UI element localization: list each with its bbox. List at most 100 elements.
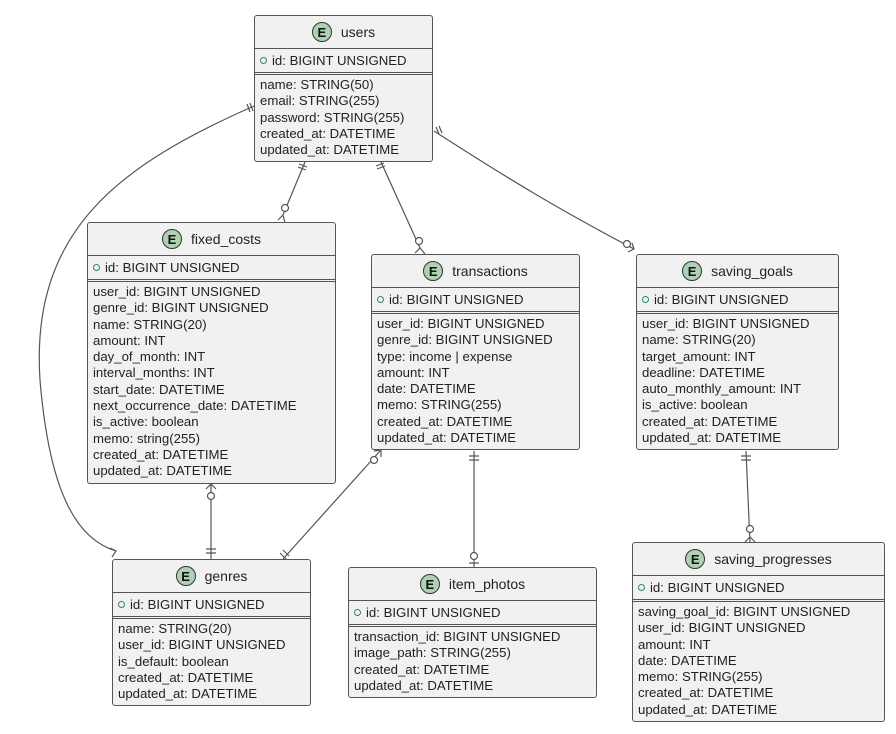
entity-transactions[interactable]: E transactions id: BIGINT UNSIGNED user_… xyxy=(371,254,580,451)
field: name: STRING(50) xyxy=(260,77,374,92)
field: created_at: DATETIME xyxy=(118,669,254,685)
entity-header: E genres xyxy=(113,560,310,593)
field: is_active: boolean xyxy=(93,414,199,430)
entity-badge-icon: E xyxy=(161,229,182,249)
field: user_id: BIGINT UNSIGNED xyxy=(377,316,545,331)
field: password: STRING(255) xyxy=(260,109,405,125)
primary-key-icon xyxy=(642,296,649,303)
field: created_at: DATETIME xyxy=(354,661,490,677)
field-list: user_id: BIGINT UNSIGNED genre_id: BIGIN… xyxy=(372,314,579,449)
field: updated_at: DATETIME xyxy=(93,463,233,479)
relation-saving_goals-saving_progresses xyxy=(741,450,756,544)
field-list: transaction_id: BIGINT UNSIGNED image_pa… xyxy=(349,627,596,697)
field: updated_at: DATETIME xyxy=(118,686,258,702)
field-list: name: STRING(20) user_id: BIGINT UNSIGNE… xyxy=(113,619,310,705)
entity-badge-icon: E xyxy=(419,574,440,594)
field: updated_at: DATETIME xyxy=(642,430,782,446)
field: created_at: DATETIME xyxy=(638,685,774,701)
primary-key-label: id: BIGINT UNSIGNED xyxy=(130,597,265,612)
field: deadline: DATETIME xyxy=(642,364,765,380)
field: updated_at: DATETIME xyxy=(377,430,517,446)
entity-header: E fixed_costs xyxy=(88,223,335,256)
entity-badge-icon: E xyxy=(175,566,196,586)
field: amount: INT xyxy=(377,364,450,380)
entity-badge-icon: E xyxy=(685,549,706,569)
relation-transactions-item_photos xyxy=(469,451,479,568)
entity-title: item_photos xyxy=(448,576,526,592)
entity-users[interactable]: E users id: BIGINT UNSIGNED name: STRING… xyxy=(254,15,433,163)
entity-genres[interactable]: E genres id: BIGINT UNSIGNED name: STRIN… xyxy=(112,559,311,707)
field: memo: STRING(255) xyxy=(377,397,502,413)
field: user_id: BIGINT UNSIGNED xyxy=(642,316,810,331)
entity-badge-icon: E xyxy=(682,261,703,281)
field: is_default: boolean xyxy=(118,653,229,669)
primary-key-row: id: BIGINT UNSIGNED xyxy=(372,288,579,314)
primary-key-row: id: BIGINT UNSIGNED xyxy=(637,288,838,314)
field: type: income | expense xyxy=(377,348,513,364)
field: email: STRING(255) xyxy=(260,93,380,109)
field-list: user_id: BIGINT UNSIGNED name: STRING(20… xyxy=(637,314,838,449)
entity-badge-icon: E xyxy=(423,261,444,281)
entity-badge-icon: E xyxy=(311,22,332,42)
entity-title: saving_progresses xyxy=(714,551,832,567)
relation-users-transactions xyxy=(375,161,426,255)
field: memo: string(255) xyxy=(93,430,201,446)
field: memo: STRING(255) xyxy=(638,669,763,685)
entity-header: E item_photos xyxy=(349,568,596,601)
field-list: name: STRING(50) email: STRING(255) pass… xyxy=(255,75,432,161)
primary-key-icon xyxy=(93,264,100,271)
primary-key-label: id: BIGINT UNSIGNED xyxy=(272,53,407,68)
entity-item_photos[interactable]: E item_photos id: BIGINT UNSIGNED transa… xyxy=(348,567,597,699)
primary-key-label: id: BIGINT UNSIGNED xyxy=(105,260,240,275)
field: name: STRING(20) xyxy=(93,316,207,332)
entity-title: transactions xyxy=(452,263,528,279)
primary-key-label: id: BIGINT UNSIGNED xyxy=(366,605,501,620)
field: amount: INT xyxy=(93,332,166,348)
field: genre_id: BIGINT UNSIGNED xyxy=(93,300,269,316)
field: updated_at: DATETIME xyxy=(638,701,778,717)
entity-title: saving_goals xyxy=(711,263,793,279)
entity-header: E saving_progresses xyxy=(633,543,884,576)
field: name: STRING(20) xyxy=(642,332,756,348)
field: created_at: DATETIME xyxy=(642,413,778,429)
primary-key-icon xyxy=(377,296,384,303)
primary-key-row: id: BIGINT UNSIGNED xyxy=(633,576,884,602)
primary-key-row: id: BIGINT UNSIGNED xyxy=(113,593,310,619)
field: date: DATETIME xyxy=(377,381,476,397)
relation-users-fixed_costs xyxy=(277,161,308,224)
field: auto_monthly_amount: INT xyxy=(642,381,802,397)
entity-title: fixed_costs xyxy=(190,231,262,247)
entity-saving_progresses[interactable]: E saving_progresses id: BIGINT UNSIGNED … xyxy=(632,542,885,723)
primary-key-icon xyxy=(260,57,267,64)
field: transaction_id: BIGINT UNSIGNED xyxy=(354,629,561,644)
field: is_active: boolean xyxy=(642,397,748,413)
field: interval_months: INT xyxy=(93,365,215,381)
field: amount: INT xyxy=(638,636,711,652)
relation-genres-fixed_costs xyxy=(205,483,217,561)
relation-genres-transactions xyxy=(279,449,382,560)
relation-users-genres xyxy=(38,102,255,558)
primary-key-label: id: BIGINT UNSIGNED xyxy=(389,292,524,307)
field: start_date: DATETIME xyxy=(93,381,225,397)
primary-key-label: id: BIGINT UNSIGNED xyxy=(650,580,785,595)
field: user_id: BIGINT UNSIGNED xyxy=(118,637,286,653)
entity-title: genres xyxy=(204,568,248,584)
entity-fixed_costs[interactable]: E fixed_costs id: BIGINT UNSIGNED user_i… xyxy=(87,222,336,484)
primary-key-label: id: BIGINT UNSIGNED xyxy=(654,292,789,307)
field: next_occurrence_date: DATETIME xyxy=(93,398,297,414)
field: genre_id: BIGINT UNSIGNED xyxy=(377,332,553,348)
field: image_path: STRING(255) xyxy=(354,645,511,661)
relation-users-saving_goals xyxy=(433,125,635,253)
field: user_id: BIGINT UNSIGNED xyxy=(638,620,806,636)
entity-saving_goals[interactable]: E saving_goals id: BIGINT UNSIGNED user_… xyxy=(636,254,839,451)
entity-header: E users xyxy=(255,16,432,49)
field: created_at: DATETIME xyxy=(377,413,513,429)
field: updated_at: DATETIME xyxy=(354,677,494,693)
primary-key-icon xyxy=(118,601,125,608)
field: name: STRING(20) xyxy=(118,621,232,636)
field: updated_at: DATETIME xyxy=(260,142,400,158)
entity-header: E transactions xyxy=(372,255,579,288)
field: saving_goal_id: BIGINT UNSIGNED xyxy=(638,604,851,619)
primary-key-row: id: BIGINT UNSIGNED xyxy=(349,601,596,627)
field-list: user_id: BIGINT UNSIGNED genre_id: BIGIN… xyxy=(88,282,335,483)
